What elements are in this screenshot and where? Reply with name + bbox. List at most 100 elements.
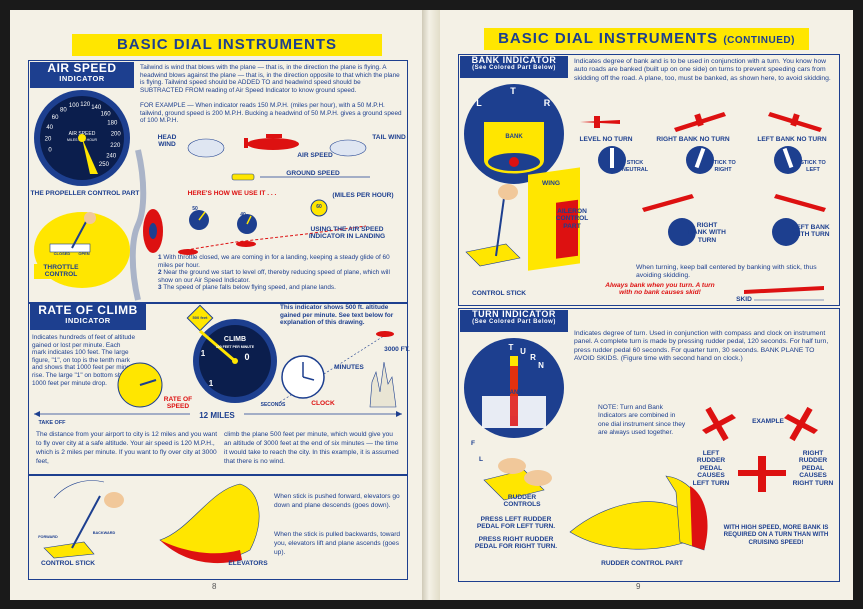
landing-path [178, 225, 367, 255]
pedal-letter-l: L [478, 456, 484, 463]
right-bank-with-turn-label: RIGHT BANK WITH TURN [688, 222, 726, 244]
head-wind-cloud-icon [187, 138, 225, 158]
left-rudder-label: LEFT RUDDER PEDAL CAUSES LEFT TURN [692, 450, 730, 487]
airspeed-dial-tick: 180 [107, 121, 118, 127]
page-number: 9 [636, 582, 641, 591]
landing-gauges [189, 199, 328, 234]
landing-step-2: 2 Near the ground we start to level off,… [158, 269, 390, 284]
page-title: BASIC DIAL INSTRUMENTS (CONTINUED) [484, 28, 809, 50]
throttle-closed-label: CLOSED [53, 251, 71, 256]
rudder-control-part-label: RUDDER CONTROL PART [601, 560, 683, 567]
airspeed-example: FOR EXAMPLE — When indicator reads 150 M… [140, 102, 402, 125]
stick-para-2: When the stick is pulled backwards, towa… [274, 531, 401, 556]
climb-header-title: RATE OF CLIMB [38, 303, 138, 317]
bank-section [458, 54, 840, 306]
red-airplane-icon [244, 134, 299, 150]
landing-step-1: 1 With throttle closed, we are coming in… [158, 254, 390, 269]
climb-section [28, 302, 408, 476]
page-number: 8 [212, 582, 217, 591]
climb-dial-label: CLIMB [223, 336, 247, 343]
distance-label: 12 MILES [190, 411, 244, 420]
airspeed-dial-tick: 240 [106, 153, 117, 159]
turn-body: Indicates degree of turn. Used in conjun… [574, 330, 829, 363]
turn-dial [464, 338, 564, 438]
airspeed-dial-label: AIR SPEED [69, 131, 96, 137]
climb-header-sub: INDICATOR [65, 315, 111, 325]
mph-label: (MILES PER HOUR) [332, 192, 394, 199]
head-wind-label: HEAD WIND [157, 134, 177, 149]
rudder-example-planes [702, 406, 818, 492]
turn-header: TURN INDICATOR (See Colored Part Below) [460, 309, 568, 332]
turn-section [458, 308, 840, 582]
air-speed-label: AIR SPEED [297, 152, 333, 159]
propeller-icon [129, 149, 147, 301]
book-spine [422, 10, 440, 600]
turn-dial-word: BANK [505, 390, 523, 396]
seconds-label: SECONDS [260, 402, 286, 408]
climb-dial-tick-bottom: 1 [208, 379, 214, 388]
pedal-letter-f: F [470, 440, 476, 447]
bank-turn-planes [642, 194, 826, 246]
landing-label: USING THE AIR SPEED INDICATOR IN LANDING [308, 226, 386, 241]
stick-left-label: STICK TO LEFT [800, 160, 826, 174]
propeller-label: THE PROPELLER CONTROL PART [30, 190, 140, 197]
right-bank-no-turn-label: RIGHT BANK NO TURN [656, 136, 730, 143]
propeller-hub-icon [143, 209, 163, 253]
bank-header-sub: (See Colored Part Below) [472, 65, 556, 72]
right-page: BASIC DIAL INSTRUMENTS (CONTINUED) BANK … [440, 10, 853, 600]
rudder-pedals-illustration [483, 458, 552, 501]
level-no-turn-label: LEVEL NO TURN [579, 136, 633, 143]
rudder-tail-illustration [569, 475, 708, 551]
bank-dial [464, 84, 564, 184]
forward-label: FORWARD [38, 535, 58, 539]
left-page: BASIC DIAL INSTRUMENTS AIR SPEED INDICAT… [10, 10, 422, 600]
page-title: BASIC DIAL INSTRUMENTS [72, 34, 382, 56]
altitude-sign-icon [186, 304, 214, 332]
wing-label: WING [542, 180, 560, 187]
ground-speed-label: GROUND SPEED [286, 170, 340, 177]
clock-label: CLOCK [311, 400, 335, 407]
car-icon [231, 173, 370, 181]
turn-dial-letter-r: R [530, 353, 536, 362]
elevator-section [28, 474, 408, 580]
takeoff-label: TAKE OFF [38, 420, 66, 426]
turn-note: When turning, keep ball centered by bank… [636, 264, 817, 279]
gauge-value-3: 40 [240, 212, 246, 218]
bank-dial-word: BANK [505, 134, 523, 140]
bank-header: BANK INDICATOR (See Colored Part Below) [460, 55, 568, 78]
landing-steps: 1 With throttle closed, we are coming in… [158, 254, 404, 292]
airspeed-dial-tick: 160 [101, 112, 112, 118]
turn-combined-note: NOTE: Turn and Bank Indicators are combi… [598, 404, 686, 437]
bank-header-title: BANK INDICATOR [471, 55, 557, 65]
climb-dial-tick-zero: 0 [244, 352, 250, 362]
left-bank-no-turn-label: LEFT BANK NO TURN [757, 136, 827, 143]
skid-warning: Always bank when you turn. A turn with n… [605, 282, 715, 297]
how-we-use-label: HERE'S HOW WE USE IT . . . [187, 190, 277, 197]
high-speed-note: WITH HIGH SPEED, MORE BANK IS REQUIRED O… [723, 524, 829, 546]
airspeed-body: Tailwind is wind that blows with the pla… [140, 64, 400, 94]
altitude-3000-label: 3000 FT. [384, 346, 410, 353]
turn-dial-letter-u: U [520, 347, 526, 356]
airspeed-header-title: AIR SPEED [47, 61, 117, 75]
turn-header-title: TURN INDICATOR [472, 309, 556, 319]
airspeed-header-sub: INDICATOR [59, 73, 105, 83]
press-right-label: PRESS RIGHT RUDDER PEDAL FOR RIGHT TURN. [474, 536, 558, 551]
gauge-value-2: 50 [192, 206, 198, 212]
turn-dial-letter-n: N [538, 361, 544, 370]
airspeed-dial-tick: 200 [111, 131, 122, 137]
climb-small-dial [117, 362, 163, 408]
airspeed-needle [82, 138, 98, 174]
aileron-illustration [465, 167, 580, 271]
climb-para-left: The distance from your airport to city i… [36, 431, 218, 465]
page-title-text: BASIC DIAL INSTRUMENTS [498, 30, 719, 47]
airspeed-header: AIR SPEED INDICATOR [30, 62, 134, 88]
airspeed-dial-tick: 120 [80, 102, 91, 108]
climb-dial [193, 319, 277, 403]
climb-explanation: This indicator shows 500 ft. altitude ga… [280, 304, 394, 327]
gauge-value-1: 60 [316, 204, 322, 210]
climb-dial-unit: 100 FEET PER MINUTE [215, 345, 255, 349]
clock-icon [281, 355, 325, 399]
aileron-label: AILERON CONTROL PART [555, 208, 589, 230]
rudder-controls-label: RUDDER CONTROLS [503, 494, 541, 509]
